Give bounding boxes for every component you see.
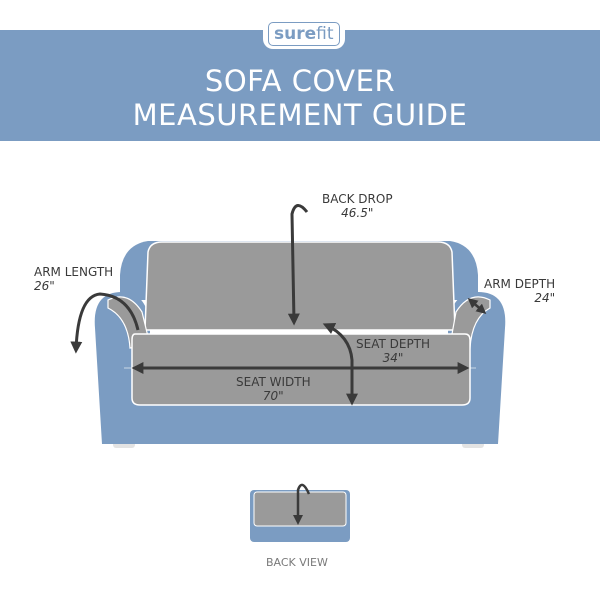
logo-prefix: sure xyxy=(274,24,317,44)
logo-wordmark: surefit xyxy=(268,22,340,46)
arm-depth-value: 24" xyxy=(534,291,556,305)
arm-length-arrow xyxy=(70,292,140,354)
back-view-illustration xyxy=(250,483,350,542)
logo-suffix: fit xyxy=(316,24,334,44)
title-line-2: MEASUREMENT GUIDE xyxy=(132,98,468,132)
title-line-1: SOFA COVER xyxy=(204,64,396,98)
back-drop-value: 46.5" xyxy=(341,206,374,220)
back-drop-name: BACK DROP xyxy=(322,192,393,206)
seat-width-value: 70" xyxy=(262,389,284,403)
seat-depth-name: SEAT DEPTH xyxy=(356,337,431,351)
arm-length-value: 26" xyxy=(34,279,55,293)
arm-depth-label: ARM DEPTH 24" xyxy=(484,277,555,305)
arm-depth-name: ARM DEPTH xyxy=(484,277,556,291)
seat-width-name: SEAT WIDTH xyxy=(236,375,311,389)
back-drop-label: BACK DROP 46.5" xyxy=(322,192,393,220)
arm-depth-arrow xyxy=(467,298,487,314)
sofa-front-base xyxy=(100,400,500,444)
seat-width-label: SEAT WIDTH 70" xyxy=(236,375,311,403)
back-view-label: BACK VIEW xyxy=(266,556,328,569)
arm-length-name: ARM LENGTH xyxy=(34,265,114,279)
back-drop-arrow xyxy=(287,204,309,326)
arm-length-label: ARM LENGTH 26" xyxy=(34,265,113,293)
seat-depth-value: 34" xyxy=(382,351,404,365)
seat-depth-label: SEAT DEPTH 34" xyxy=(356,337,430,365)
brand-logo: surefit xyxy=(263,19,345,49)
seat-depth-arrow xyxy=(322,323,358,406)
cover-back-panel xyxy=(144,241,456,331)
back-view-arrow xyxy=(293,483,311,525)
